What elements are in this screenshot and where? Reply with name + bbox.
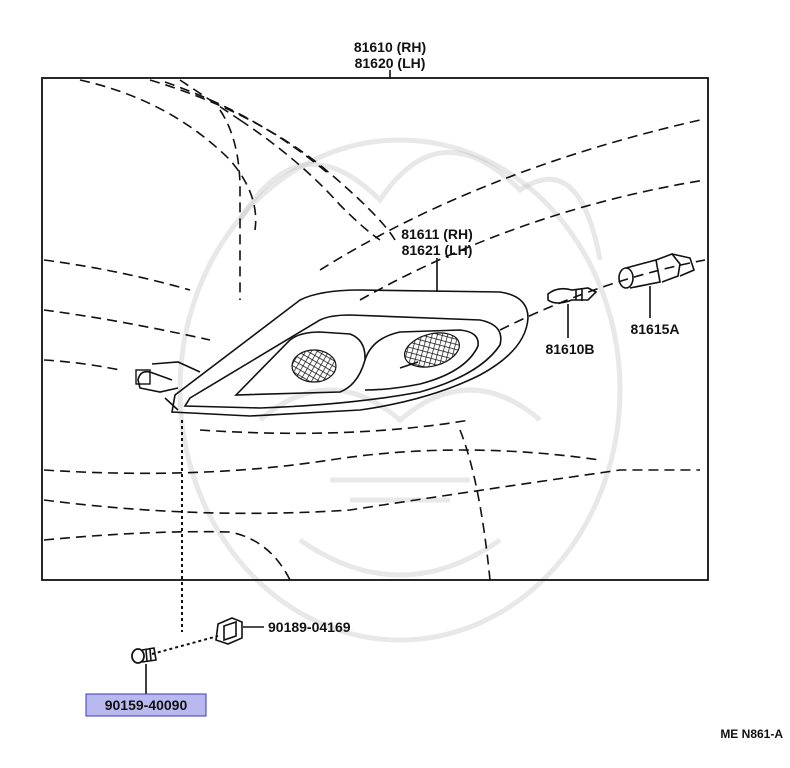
vehicle-outline — [43, 79, 706, 581]
label-assembly-rh[interactable]: 81610 (RH) — [354, 39, 426, 55]
label-assembly-lh[interactable]: 81620 (LH) — [355, 55, 426, 71]
label-clip[interactable]: 90189-04169 — [268, 619, 351, 635]
bulb-part — [547, 287, 598, 338]
lamp-assembly — [135, 289, 529, 417]
screw-part — [131, 647, 157, 694]
watermark-emblem — [177, 137, 623, 643]
frame-box — [41, 77, 709, 581]
label-screw[interactable]: 90159-40090 — [105, 697, 188, 713]
clip-dotted-leader — [151, 635, 219, 655]
label-figure-code: ME N861-A — [720, 727, 783, 741]
label-socket[interactable]: 81615A — [630, 321, 679, 337]
label-bulb[interactable]: 81610B — [545, 341, 594, 357]
screw-label-highlight — [85, 693, 207, 717]
socket-part — [618, 253, 695, 318]
label-lens-lh[interactable]: 81621 (LH) — [402, 242, 473, 258]
clip-part — [215, 617, 264, 645]
label-lens-rh[interactable]: 81611 (RH) — [401, 226, 473, 242]
